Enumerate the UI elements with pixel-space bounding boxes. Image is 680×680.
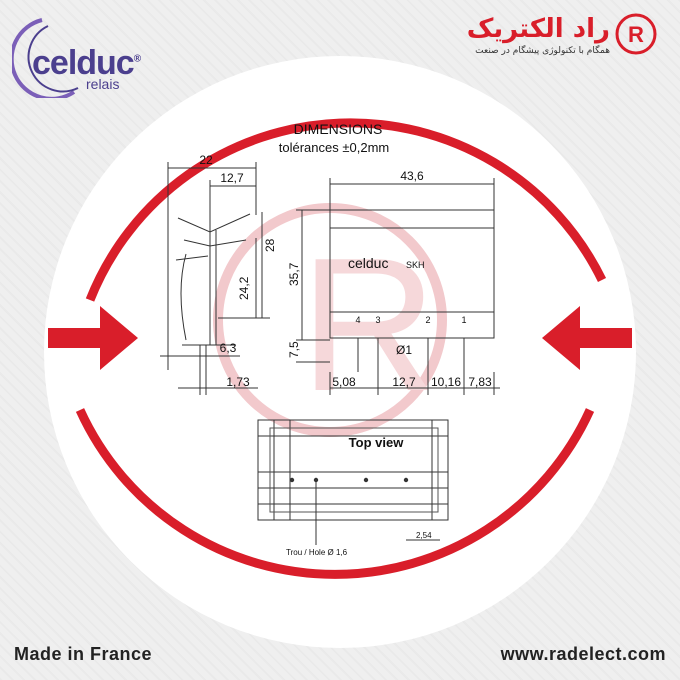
watermark-letter: R xyxy=(300,219,437,431)
dim-28: 28 xyxy=(263,238,277,252)
dim-5-08: 5,08 xyxy=(332,375,356,389)
dim-diameter: Ø1 xyxy=(396,343,412,357)
top-arc xyxy=(85,118,607,302)
dim-10-16: 10,16 xyxy=(431,375,461,389)
drawing-title: DIMENSIONS xyxy=(294,121,383,137)
dim-35-7: 35,7 xyxy=(287,262,301,286)
dim-12-7-side: 12,7 xyxy=(220,171,244,185)
hole-label: Trou / Hole Ø 1,6 xyxy=(286,548,348,557)
dim-7-5: 7,5 xyxy=(287,341,301,358)
dim-12-7-front: 12,7 xyxy=(392,375,416,389)
device-model: SKH xyxy=(406,260,425,270)
made-in-label: Made in France xyxy=(14,644,153,664)
pitch-label: 2,54 xyxy=(416,531,432,540)
top-view-title: Top view xyxy=(349,435,405,450)
website-link[interactable]: www.radelect.com xyxy=(500,644,666,664)
rad-logo-icon: R xyxy=(615,13,657,55)
device-label: celduc xyxy=(348,255,388,271)
right-arrow-icon xyxy=(542,306,632,370)
bottom-arc xyxy=(75,408,595,579)
brand-sub: relais xyxy=(86,76,120,92)
dim-22: 22 xyxy=(199,153,213,167)
rad-tagline: همگام با تکنولوژی پیشگام در صنعت xyxy=(475,46,610,56)
dim-24-2: 24,2 xyxy=(237,276,251,300)
pin-3: 3 xyxy=(375,315,380,325)
drawing-subtitle: tolérances ±0,2mm xyxy=(279,140,389,155)
dim-7-83: 7,83 xyxy=(468,375,492,389)
celduc-logo-icon xyxy=(12,18,79,98)
pin-4: 4 xyxy=(355,315,360,325)
rad-logo-letter: R xyxy=(628,22,644,47)
pin-2: 2 xyxy=(425,315,430,325)
brand-name: celduc® xyxy=(32,44,141,83)
dim-1-73: 1,73 xyxy=(226,375,250,389)
rad-name: راد الکتریک xyxy=(466,14,610,44)
brand-name-text: celduc xyxy=(32,44,135,82)
pin-1: 1 xyxy=(461,315,466,325)
dim-6-3: 6,3 xyxy=(220,341,237,355)
dim-43-6: 43,6 xyxy=(400,169,424,183)
registered-mark: ® xyxy=(133,53,141,65)
left-arrow-icon xyxy=(48,306,138,370)
